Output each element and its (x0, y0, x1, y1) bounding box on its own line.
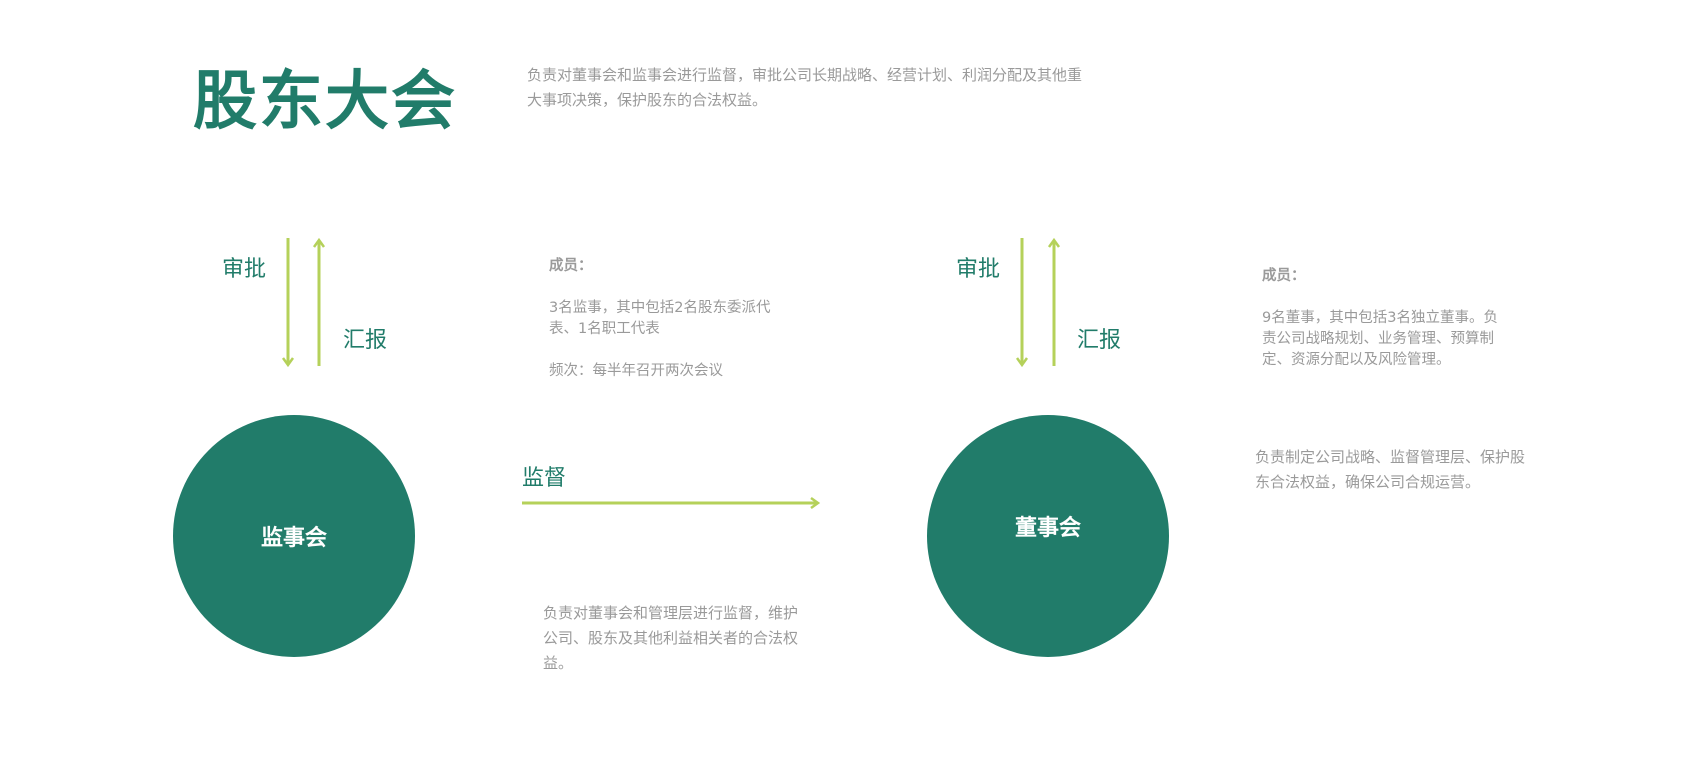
page-title: 股东大会 (193, 65, 457, 139)
left-approve-label: 审批 (222, 257, 267, 282)
supervisory-frequency-text: 频次：每半年召开两次会议 (549, 363, 723, 379)
shareholders-meeting-description: 负责对董事会和监事会进行监督，审批公司长期战略、经营计划、利润分配及其他重大事项… (527, 66, 1083, 109)
board-of-directors-node: 董事会 (927, 415, 1169, 657)
right-report-label: 汇报 (1077, 328, 1122, 353)
board-members-block: 成员： 9名董事，其中包括3名独立董事。负责公司战略规划、业务管理、预算制定、资… (1262, 266, 1507, 371)
right-report-arrow (1047, 237, 1061, 366)
left-report-label: 汇报 (343, 328, 388, 353)
supervisory-members-text: 3名监事，其中包括2名股东委派代表、1名职工代表 (549, 300, 771, 337)
left-report-arrow (312, 237, 326, 366)
board-of-directors-name: 董事会 (1014, 516, 1081, 541)
right-approve-label: 审批 (956, 257, 1001, 282)
supervisory-board-name: 监事会 (260, 526, 327, 551)
supervise-label: 监督 (522, 466, 567, 491)
board-duty-text: 负责制定公司战略、监督管理层、保护股东合法权益，确保公司合规运营。 (1255, 448, 1526, 491)
supervisory-duty-text: 负责对董事会和管理层进行监督，维护公司、股东及其他利益相关者的合法权益。 (543, 604, 799, 672)
supervisory-members-title: 成员： (549, 258, 593, 274)
supervisory-members-block: 成员： 3名监事，其中包括2名股东委派代表、1名职工代表 频次：每半年召开两次会… (549, 256, 789, 382)
left-approve-arrow (281, 238, 295, 368)
board-members-title: 成员： (1262, 268, 1306, 284)
supervise-arrow (522, 496, 821, 510)
right-approve-arrow (1015, 238, 1029, 368)
supervisory-board-node: 监事会 (173, 415, 415, 657)
board-members-text: 9名董事，其中包括3名独立董事。负责公司战略规划、业务管理、预算制定、资源分配以… (1262, 310, 1498, 368)
